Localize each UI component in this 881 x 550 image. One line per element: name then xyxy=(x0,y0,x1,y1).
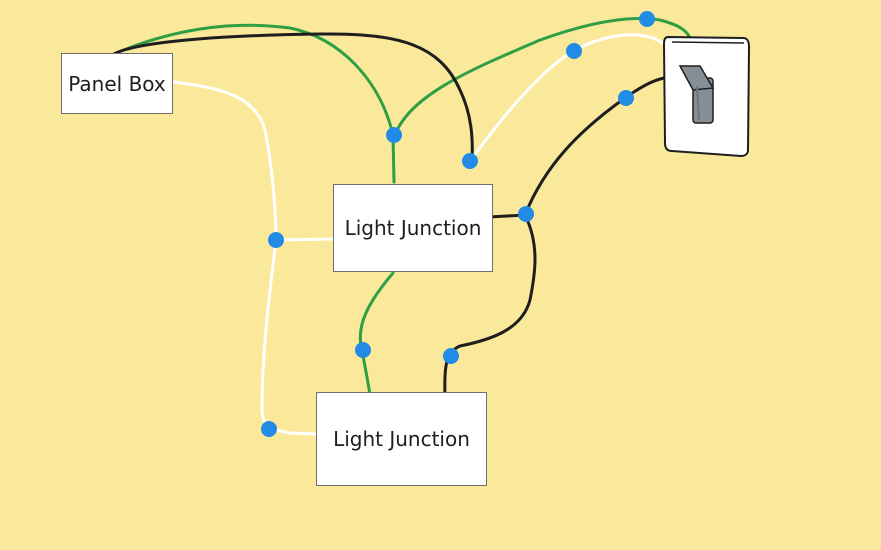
connector-dot xyxy=(639,11,655,27)
panel-box-label: Panel Box xyxy=(68,71,166,96)
light-junction-2: Light Junction xyxy=(316,392,487,486)
panel-box: Panel Box xyxy=(61,53,173,114)
hot-wire-panel-to-junction1 xyxy=(112,32,474,162)
connector-dot xyxy=(386,127,402,143)
connector-dot xyxy=(518,206,534,222)
connector-dot xyxy=(268,232,284,248)
connector-dot xyxy=(566,43,582,59)
neutral-wire-tap-junction1 xyxy=(274,237,334,242)
connector-dot xyxy=(355,342,371,358)
connector-dot xyxy=(261,421,277,437)
ground-wire-junction1-to-switch xyxy=(393,16,691,137)
light-junction-1-label: Light Junction xyxy=(344,216,482,240)
neutral-wire-panel-to-junctions xyxy=(172,80,318,436)
ground-wire-junction1-to-junction2 xyxy=(358,271,395,398)
connector-dot xyxy=(462,153,478,169)
light-junction-1: Light Junction xyxy=(333,184,493,272)
ground-wire-panel-to-junction1 xyxy=(112,23,396,184)
light-switch-icon xyxy=(662,35,751,158)
connector-dot xyxy=(618,90,634,106)
hot-wire-junction1-to-switch xyxy=(487,76,666,219)
connector-dot xyxy=(443,348,459,364)
light-junction-2-label: Light Junction xyxy=(333,427,470,451)
